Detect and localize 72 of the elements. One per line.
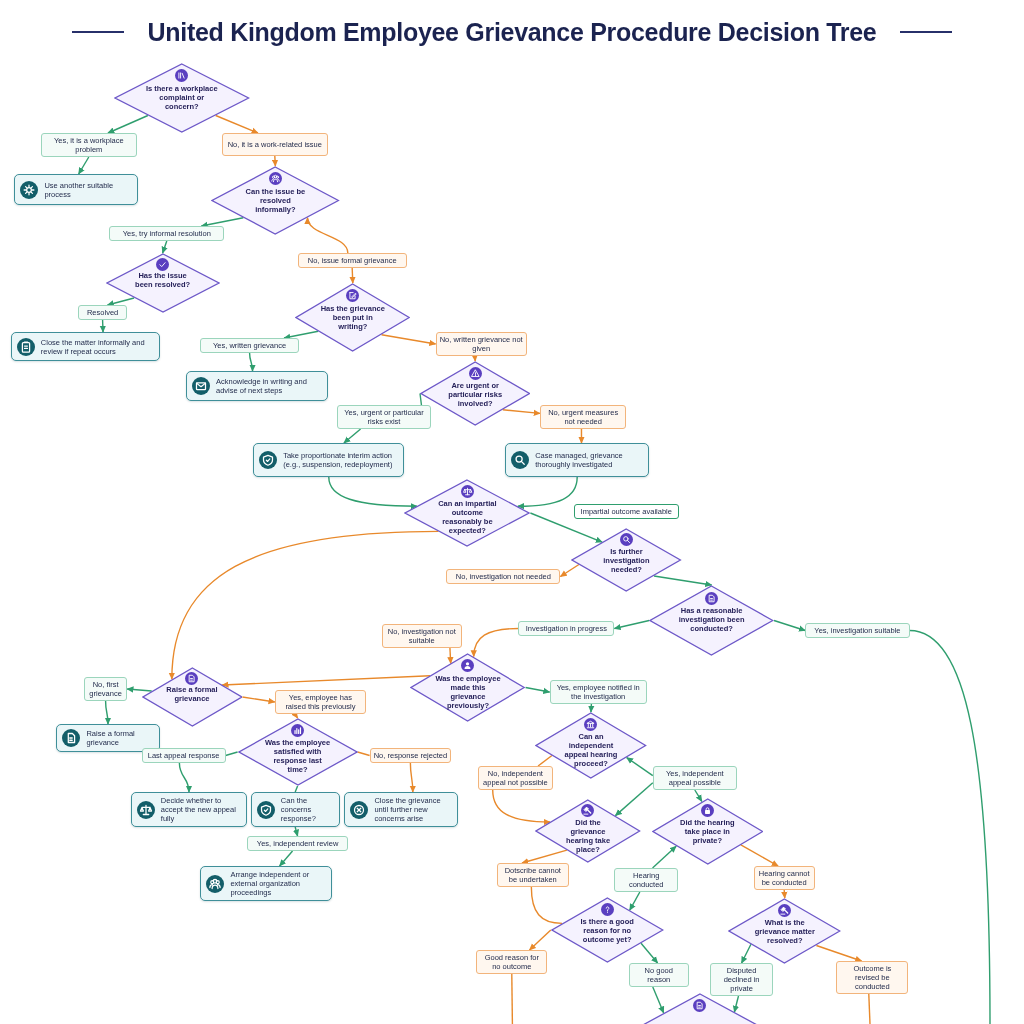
arrow (559, 563, 580, 578)
process-box (344, 792, 459, 827)
connector-line (868, 993, 871, 1024)
arrow (409, 762, 416, 793)
arrow (178, 762, 192, 793)
arrow (492, 789, 551, 826)
arrow (221, 675, 431, 688)
arrow (215, 114, 259, 134)
process-box (505, 443, 650, 477)
arrow (629, 891, 641, 911)
arrow (241, 696, 276, 705)
arrow (521, 849, 568, 865)
arrow (502, 409, 541, 416)
arrow (773, 619, 806, 632)
arrow (305, 217, 349, 254)
arrow (528, 929, 552, 951)
connector-line (908, 629, 991, 1024)
arrow (781, 889, 788, 899)
process-box (130, 792, 248, 827)
arrow (732, 995, 740, 1013)
connector-line (224, 751, 239, 757)
connector-line (294, 785, 299, 793)
arrow (815, 944, 863, 962)
arrow (283, 330, 319, 340)
arrow (588, 703, 595, 713)
arrow (104, 700, 111, 725)
arrow (652, 986, 665, 1014)
title: United Kingdom Employee Grievance Procedure Decision Tree (147, 17, 877, 47)
process-box (14, 174, 138, 205)
connector-line (537, 754, 553, 767)
connector-line (530, 886, 563, 925)
arrow (626, 756, 654, 777)
arrow (380, 334, 437, 347)
arrow (161, 240, 168, 254)
arrow (653, 575, 713, 588)
arrow (126, 686, 153, 693)
arrow (77, 156, 90, 175)
arrow (740, 943, 752, 964)
process-box (253, 443, 405, 477)
arrow (578, 428, 585, 444)
process-box (10, 332, 160, 361)
arrow (169, 530, 440, 680)
arrow (694, 789, 703, 803)
arrow (640, 942, 659, 964)
arrow (343, 428, 362, 444)
arrow (517, 476, 578, 510)
arrow (271, 155, 279, 167)
arrow (471, 354, 478, 362)
process-box (250, 792, 340, 827)
arrow (349, 267, 356, 284)
connector-line (419, 392, 423, 406)
arrow (740, 844, 779, 867)
arrow (106, 297, 135, 307)
arrow (99, 319, 106, 333)
arrow (248, 352, 256, 372)
arrow (278, 850, 294, 867)
process-box (56, 724, 160, 752)
process-box (200, 866, 333, 901)
arrow (529, 512, 603, 543)
arrow (107, 114, 149, 134)
arrow (447, 647, 454, 665)
arrow (614, 782, 654, 817)
arrow (471, 627, 520, 658)
arrow (200, 217, 244, 228)
arrow (524, 686, 551, 694)
process-box (186, 371, 328, 401)
arrow (328, 476, 418, 510)
arrow (292, 826, 299, 837)
arrow (613, 619, 650, 631)
connector-line (511, 973, 514, 1024)
arrow (651, 845, 677, 869)
connector-line (356, 751, 371, 757)
